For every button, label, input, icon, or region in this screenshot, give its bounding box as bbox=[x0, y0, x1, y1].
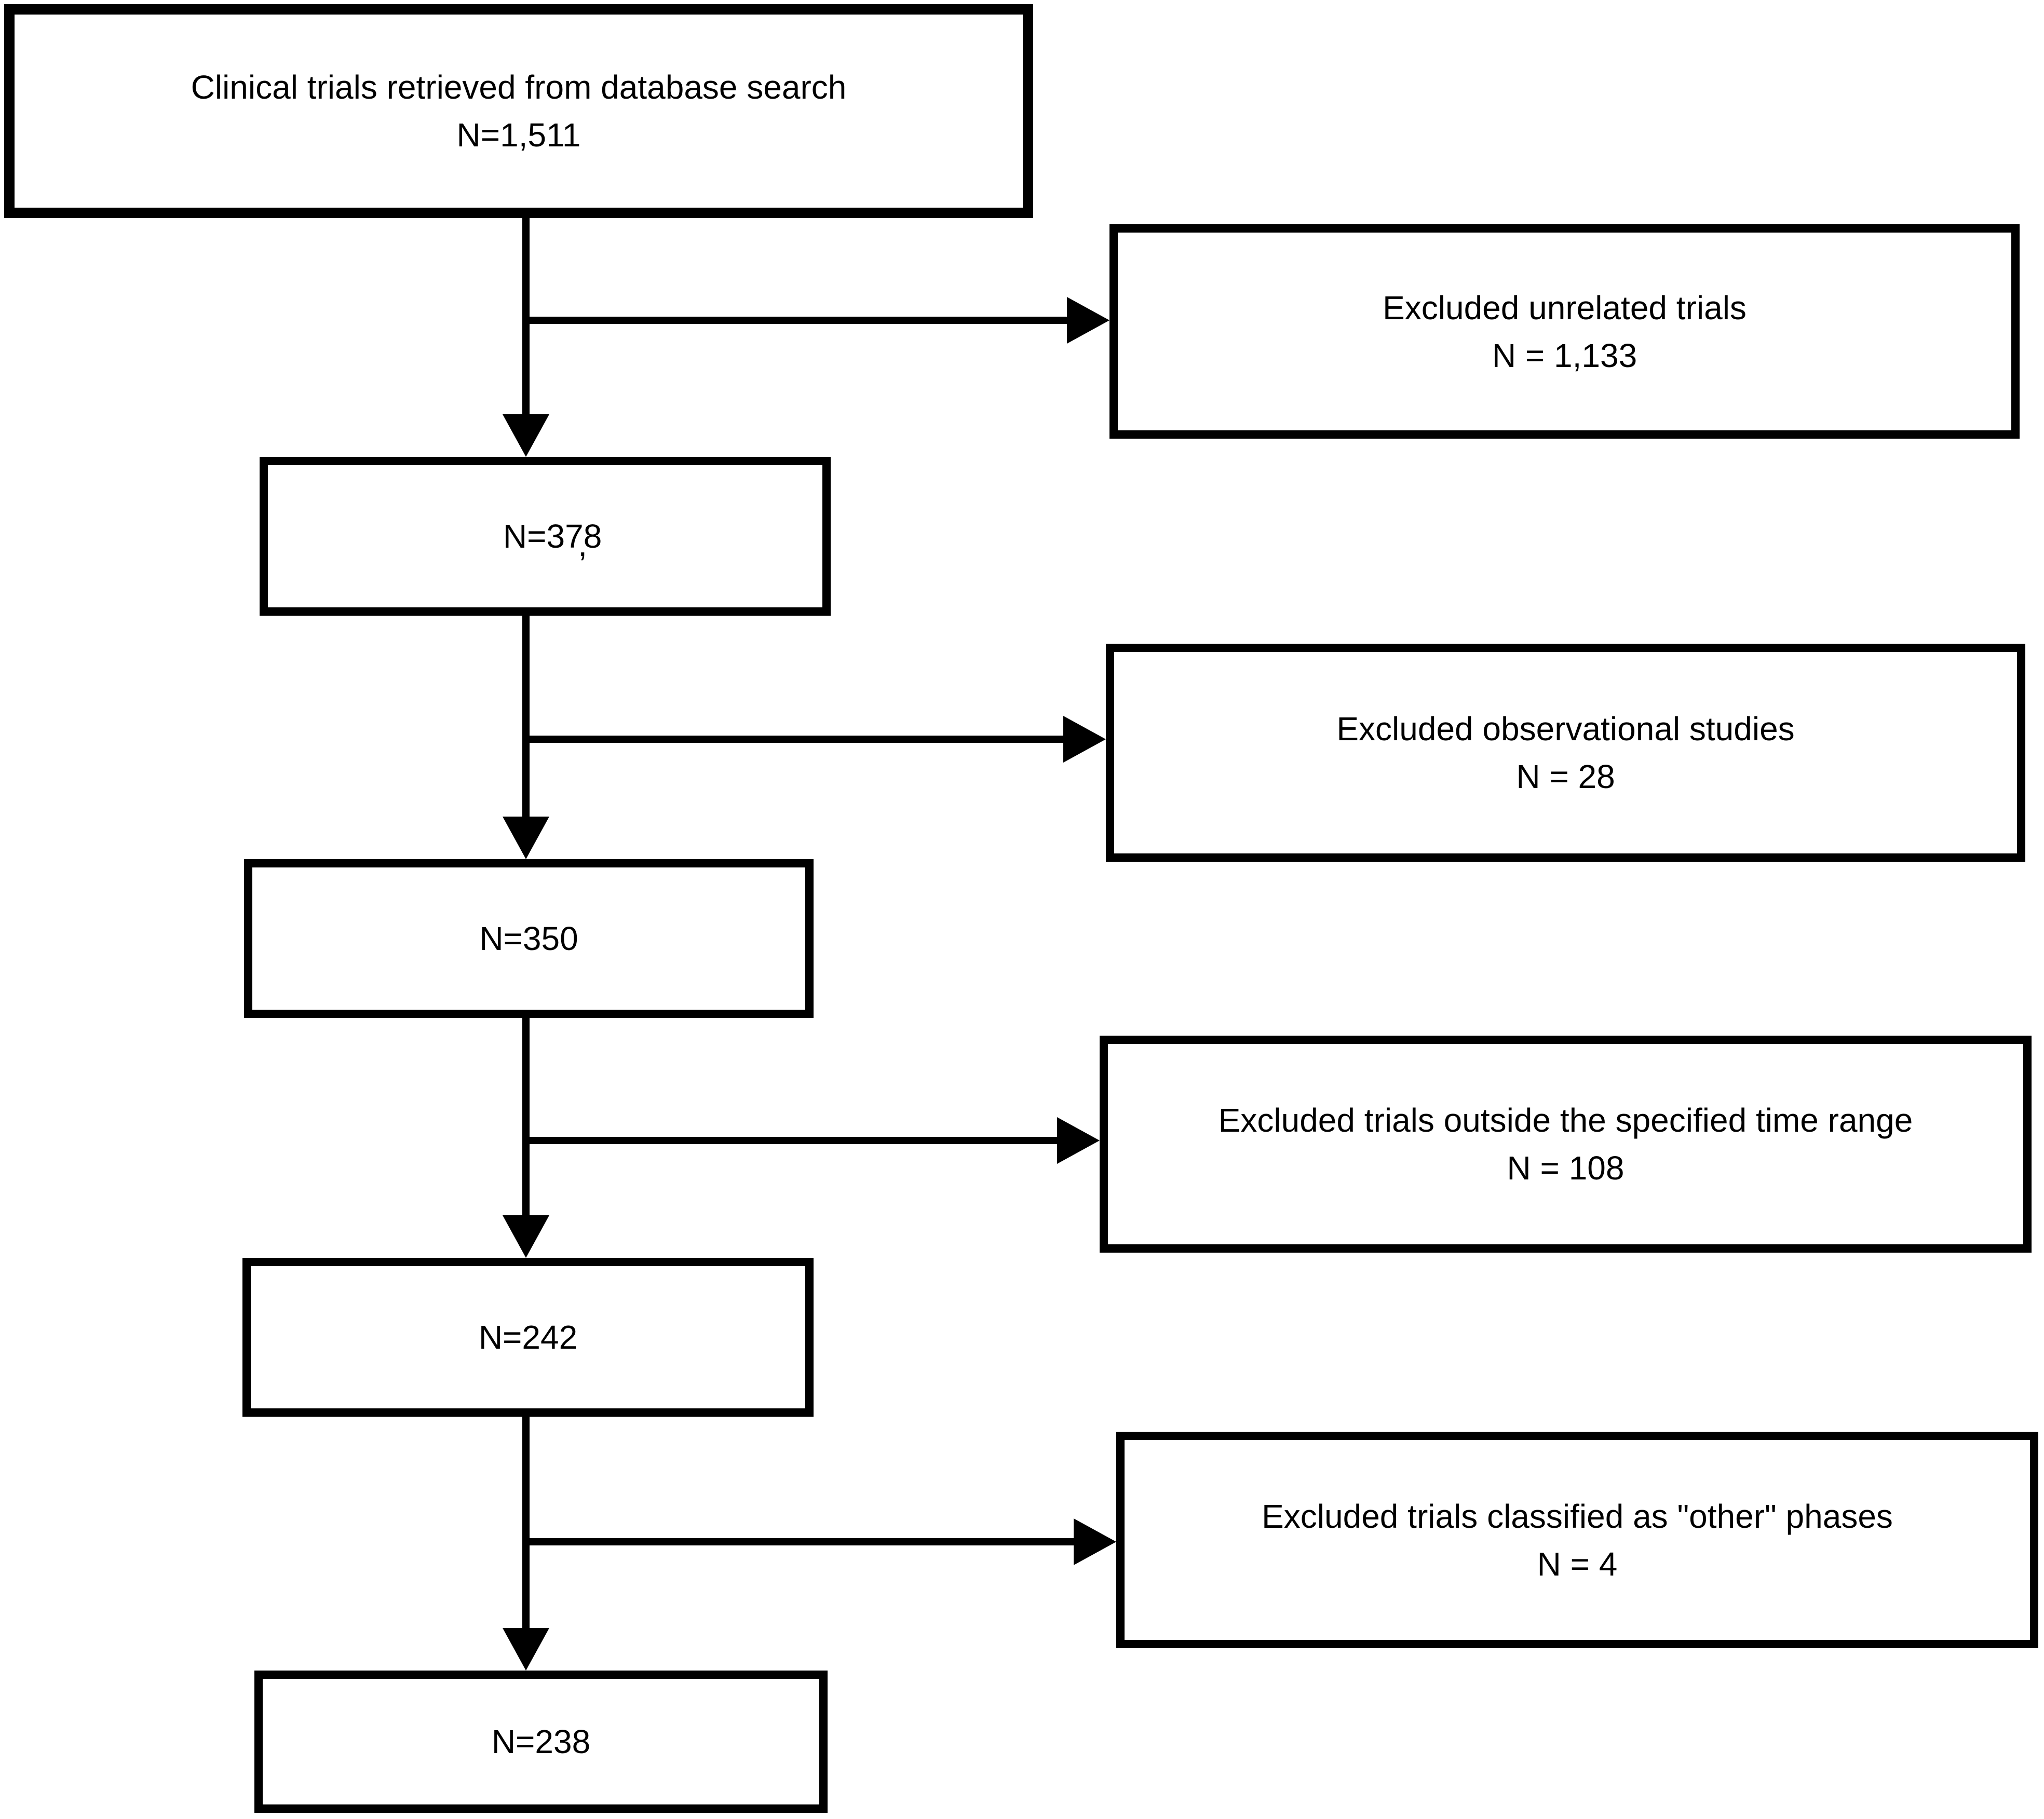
count-value: N=378 bbox=[503, 518, 602, 555]
arrow-line-down-4 bbox=[522, 1417, 530, 1629]
box-excluded-time-range-label: Excluded trials outside the specified ti… bbox=[1218, 1102, 1913, 1139]
box-excluded-observational-count: N = 28 bbox=[1516, 758, 1615, 795]
arrowhead-down-2-icon bbox=[503, 817, 549, 859]
box-excluded-other-phases-count: N = 4 bbox=[1537, 1545, 1618, 1583]
arrow-line-right-4 bbox=[522, 1538, 1077, 1545]
box-excluded-observational-label: Excluded observational studies bbox=[1336, 710, 1795, 748]
arrow-line-right-3 bbox=[522, 1137, 1061, 1144]
box-total-retrieved: Clinical trials retrieved from database … bbox=[4, 4, 1033, 218]
arrowhead-right-1-icon bbox=[1067, 297, 1109, 344]
stray-comma: , bbox=[578, 526, 588, 563]
arrowhead-down-3-icon bbox=[503, 1215, 549, 1258]
box-excluded-unrelated-label: Excluded unrelated trials bbox=[1383, 289, 1747, 327]
arrowhead-down-4-icon bbox=[503, 1628, 549, 1671]
box-excluded-other-phases: Excluded trials classified as "other" ph… bbox=[1116, 1432, 2038, 1648]
arrow-line-down-2 bbox=[522, 616, 530, 818]
arrowhead-right-2-icon bbox=[1063, 716, 1106, 763]
box-after-time-range: N=242 bbox=[242, 1258, 814, 1417]
arrowhead-down-1-icon bbox=[503, 414, 549, 457]
arrow-line-right-2 bbox=[522, 736, 1067, 743]
arrowhead-right-3-icon bbox=[1057, 1117, 1100, 1164]
box-final-included-count: N=238 bbox=[491, 1723, 591, 1760]
arrow-line-right-1 bbox=[522, 317, 1071, 324]
box-excluded-observational: Excluded observational studies N = 28 bbox=[1106, 644, 2025, 862]
box-final-included: N=238 bbox=[254, 1671, 828, 1813]
box-after-observational: N=350 bbox=[244, 859, 814, 1018]
arrow-line-down-3 bbox=[522, 1018, 530, 1216]
box-excluded-unrelated: Excluded unrelated trials N = 1,133 bbox=[1109, 224, 2020, 439]
box-excluded-unrelated-count: N = 1,133 bbox=[1492, 336, 1637, 374]
box-total-retrieved-label: Clinical trials retrieved from database … bbox=[191, 69, 847, 106]
arrowhead-right-4-icon bbox=[1074, 1518, 1116, 1565]
box-excluded-other-phases-label: Excluded trials classified as "other" ph… bbox=[1262, 1497, 1893, 1535]
box-after-observational-count: N=350 bbox=[479, 920, 578, 957]
box-after-unrelated: N=378, bbox=[260, 457, 831, 616]
box-after-unrelated-count: N=378, bbox=[503, 512, 602, 563]
box-excluded-time-range: Excluded trials outside the specified ti… bbox=[1100, 1036, 2032, 1253]
box-after-time-range-count: N=242 bbox=[478, 1319, 578, 1356]
box-total-retrieved-count: N=1,511 bbox=[456, 116, 581, 154]
box-excluded-time-range-count: N = 108 bbox=[1507, 1149, 1625, 1187]
